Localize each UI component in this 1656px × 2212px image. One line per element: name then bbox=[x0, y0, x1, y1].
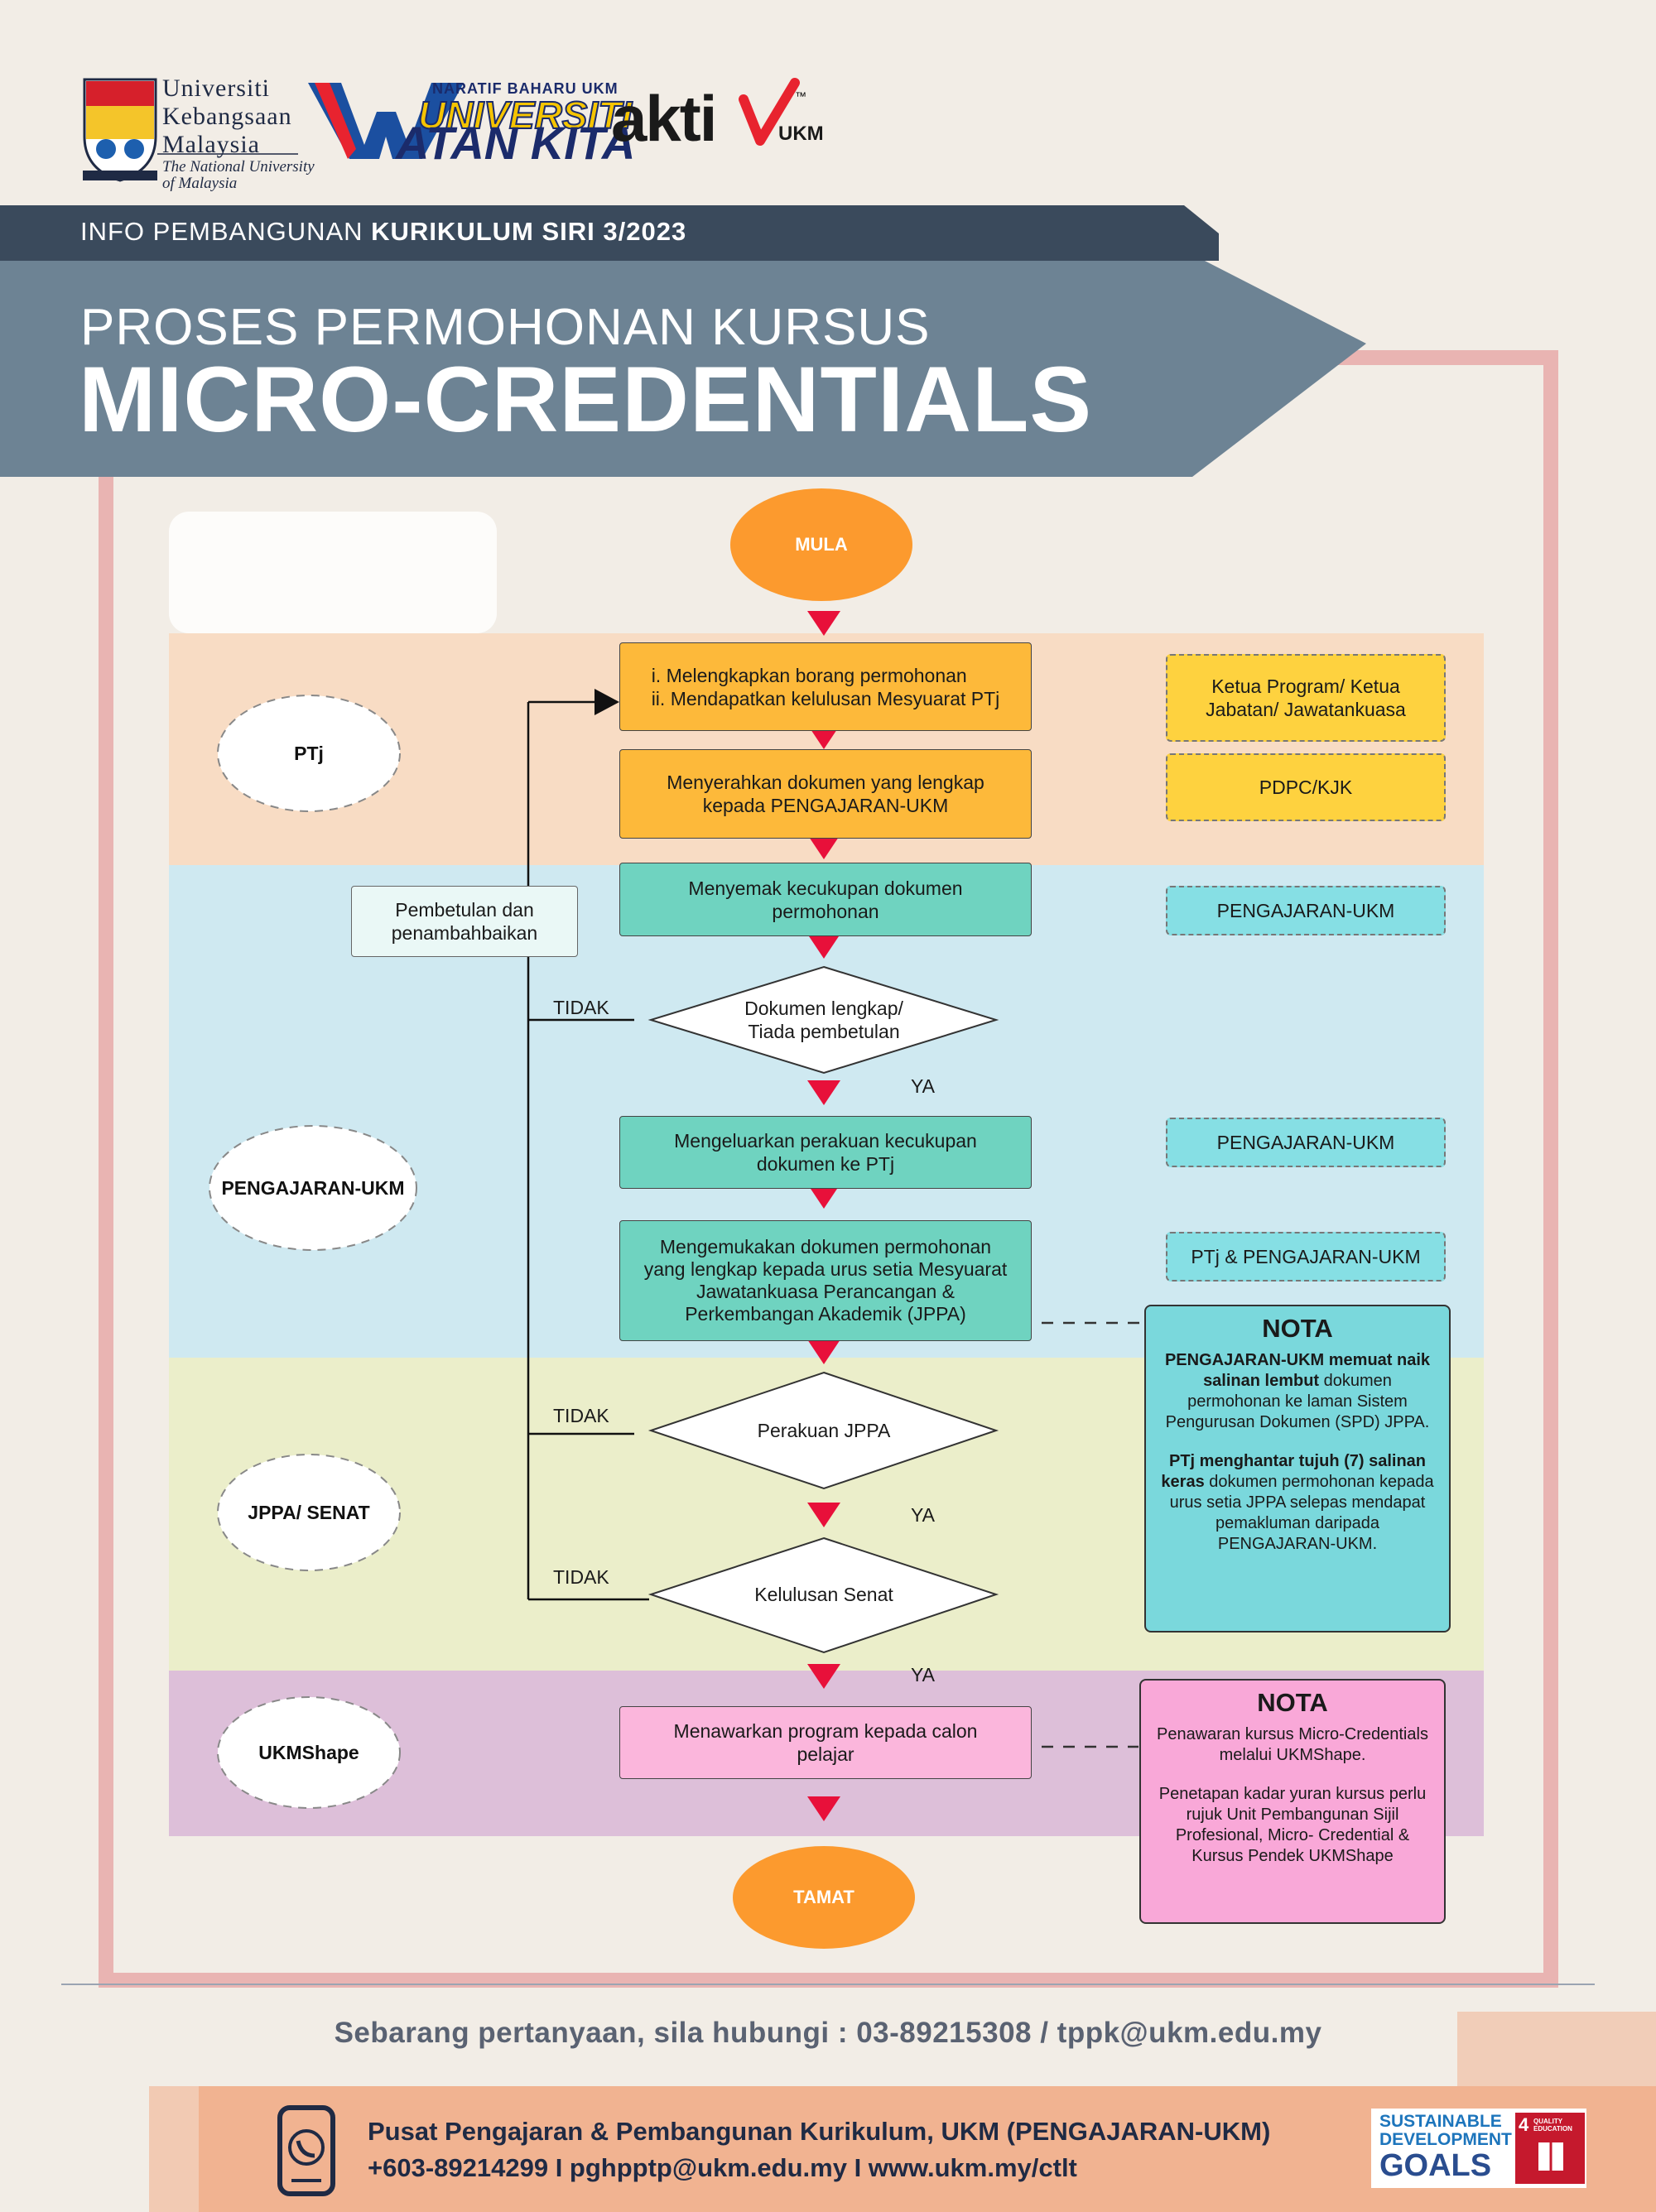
lane-oval-ukmshape bbox=[217, 1696, 401, 1809]
loop-arrowhead bbox=[595, 689, 619, 715]
ukm-logo-line-2: Kebangsaan bbox=[162, 103, 292, 130]
end-terminal bbox=[733, 1846, 915, 1949]
aktiv-logo-sub: UKM bbox=[778, 123, 824, 145]
nota-jppa-p1: PENGAJARAN-UKM memuat naik salinan lembu… bbox=[1161, 1350, 1434, 1433]
lane-oval-ptj bbox=[217, 695, 401, 812]
nota-jppa-p2: PTj menghantar tujuh (7) salinan keras d… bbox=[1161, 1451, 1434, 1555]
nota-jppa: NOTA PENGAJARAN-UKM memuat naik salinan … bbox=[1144, 1305, 1451, 1633]
end-label: TAMAT bbox=[793, 1887, 854, 1907]
decision-senate-approval: Kelulusan Senat bbox=[754, 1584, 893, 1605]
footer-line2: +603-89214299 I pghpptp@ukm.edu.my I www… bbox=[368, 2153, 1077, 2182]
nota-jppa-p1-rest: dokumen permohonan ke laman Sistem Pengu… bbox=[1165, 1372, 1430, 1431]
decision-diamond-2 bbox=[647, 1371, 999, 1490]
aktiv-logo-main: akti bbox=[611, 82, 717, 155]
flag-tidak-1: TIDAK bbox=[553, 997, 609, 1018]
banner-series-prefix: INFO PEMBANGUNAN bbox=[80, 217, 372, 246]
lane-oval-jppa bbox=[217, 1454, 401, 1571]
arrow-8 bbox=[807, 1503, 840, 1527]
nota-ukmshape-title: NOTA bbox=[1257, 1688, 1328, 1717]
decor-panel bbox=[169, 512, 497, 633]
arrow-3 bbox=[807, 834, 840, 859]
sdg-text-2: DEVELOPMENT bbox=[1379, 2130, 1512, 2149]
role-ptj-pengajaran: PTj & PENGAJARAN-UKM bbox=[1166, 1232, 1446, 1282]
flow-arrows bbox=[807, 611, 840, 1821]
decision-jppa-certification: Perakuan JPPA bbox=[757, 1420, 891, 1441]
flag-tidak-2: TIDAK bbox=[553, 1405, 609, 1426]
nota-jppa-title: NOTA bbox=[1262, 1314, 1333, 1343]
arrow-5 bbox=[807, 1080, 840, 1105]
arrow-7 bbox=[807, 1339, 840, 1364]
sdg-goal-label: QUALITY EDUCATION bbox=[1533, 2118, 1572, 2133]
step-submit-to-jppa: Mengemukakan dokumen permohonan yang len… bbox=[619, 1220, 1032, 1341]
ukm-logo-line-1: Universiti bbox=[162, 75, 270, 102]
arrow-1 bbox=[807, 611, 840, 636]
sdg-badge bbox=[1371, 2109, 1586, 2188]
footer-line1: Pusat Pengajaran & Pembangunan Kurikulum… bbox=[368, 2117, 1271, 2146]
start-label: MULA bbox=[795, 534, 848, 555]
nota-jppa-p2-rest: dokumen permohonan kepada urus setia JPP… bbox=[1169, 1473, 1434, 1553]
decision-diamond-3 bbox=[647, 1536, 999, 1654]
aktiv-check-icon bbox=[739, 78, 800, 146]
sdg-text: SUSTAINABLE DEVELOPMENT GOALS bbox=[1379, 2112, 1512, 2183]
role-pdpc-kjk: PDPC/KJK bbox=[1166, 753, 1446, 821]
lane-label-jppa: JPPA/ SENAT bbox=[248, 1502, 370, 1523]
flag-ya-1: YA bbox=[911, 1075, 935, 1097]
banner-series: INFO PEMBANGUNAN KURIKULUM SIRI 3/2023 bbox=[80, 217, 686, 247]
contact-line: Sebarang pertanyaan, sila hubungi : 03-8… bbox=[334, 2017, 1322, 2049]
step-complete-form: i. Melengkapkan borang permohonan ii. Me… bbox=[619, 642, 1032, 731]
ukm-logo-tagline-1: The National University bbox=[162, 158, 315, 176]
aktiv-logo-tm: ™ bbox=[795, 89, 806, 103]
nota-ukmshape-p2: Penetapan kadar yuran kursus perlu rujuk… bbox=[1158, 1785, 1427, 1865]
flag-ya-2: YA bbox=[911, 1504, 935, 1526]
banner-series-band bbox=[0, 205, 1219, 261]
flag-tidak-3: TIDAK bbox=[553, 1566, 609, 1588]
uwk-logo-bottom: ATAN KITA bbox=[396, 117, 636, 169]
nota-jppa-p1-bold: PENGAJARAN-UKM memuat naik salinan lembu… bbox=[1164, 1351, 1431, 1390]
start-terminal bbox=[730, 488, 912, 601]
role-pengajaran-1: PENGAJARAN-UKM bbox=[1166, 886, 1446, 935]
lane-label-ukmshape: UKMShape bbox=[258, 1742, 359, 1763]
sdg-goal-number: 4 bbox=[1519, 2114, 1529, 2135]
banner-title-line1: PROSES PERMOHONAN KURSUS bbox=[80, 299, 931, 356]
arrow-4 bbox=[807, 934, 840, 959]
uwk-logo-top: NARATIF BAHARU UKM bbox=[432, 80, 619, 97]
arrow-6 bbox=[807, 1184, 840, 1209]
sdg-text-3: GOALS bbox=[1379, 2148, 1492, 2183]
ukm-logo-tagline-2: of Malaysia bbox=[162, 175, 238, 192]
ukm-logo-line-3: Malaysia bbox=[162, 131, 260, 158]
ukm-logo-text: Universiti Kebangsaan Malaysia The Natio… bbox=[162, 75, 315, 192]
nota-ukmshape-p1: Penawaran kursus Micro-Credentials melal… bbox=[1157, 1725, 1428, 1764]
role-ketua-program: Ketua Program/ Ketua Jabatan/ Jawatankua… bbox=[1166, 654, 1446, 742]
ukm-crest-icon bbox=[83, 78, 157, 182]
lane-label-pengajaran: PENGAJARAN-UKM bbox=[221, 1177, 405, 1199]
uwk-w-icon bbox=[308, 83, 464, 159]
lane-oval-pengajaran bbox=[209, 1125, 417, 1251]
flag-ya-3: YA bbox=[911, 1664, 935, 1685]
sdg-text-1: SUSTAINABLE bbox=[1379, 2112, 1502, 2131]
lane-label-ptj: PTj bbox=[294, 743, 324, 764]
step-submit-documents: Menyerahkan dokumen yang lengkap kepada … bbox=[619, 749, 1032, 839]
correction-box: Pembetulan dan penambahbaikan bbox=[351, 886, 578, 957]
phone-icon bbox=[277, 2105, 335, 2196]
banner-title-band bbox=[0, 261, 1366, 477]
correction-loop-lines bbox=[527, 700, 649, 1601]
decision-diamond-1 bbox=[647, 965, 999, 1075]
step-check-documents: Menyemak kecukupan dokumen permohonan bbox=[619, 863, 1032, 936]
arrow-10 bbox=[807, 1796, 840, 1821]
role-pengajaran-2: PENGAJARAN-UKM bbox=[1166, 1118, 1446, 1167]
arrow-9 bbox=[807, 1664, 840, 1689]
nota-ukmshape: NOTA Penawaran kursus Micro-Credentials … bbox=[1139, 1679, 1446, 1924]
banner-series-bold: KURIKULUM SIRI 3/2023 bbox=[371, 217, 687, 246]
footer-band-edge bbox=[149, 2086, 224, 2212]
nota-jppa-p2-bold: PTj menghantar tujuh (7) salinan keras bbox=[1161, 1452, 1427, 1491]
banner-title-line2: MICRO-CREDENTIALS bbox=[79, 348, 1093, 451]
uwk-logo-mid: UNIVERSITI bbox=[417, 93, 633, 137]
step-issue-certification: Mengeluarkan perakuan kecukupan dokumen … bbox=[619, 1116, 1032, 1189]
step-offer-program: Menawarkan program kepada calon pelajar bbox=[619, 1706, 1032, 1779]
decision-documents-complete: Dokumen lengkap/ Tiada pembetulan bbox=[744, 998, 903, 1042]
